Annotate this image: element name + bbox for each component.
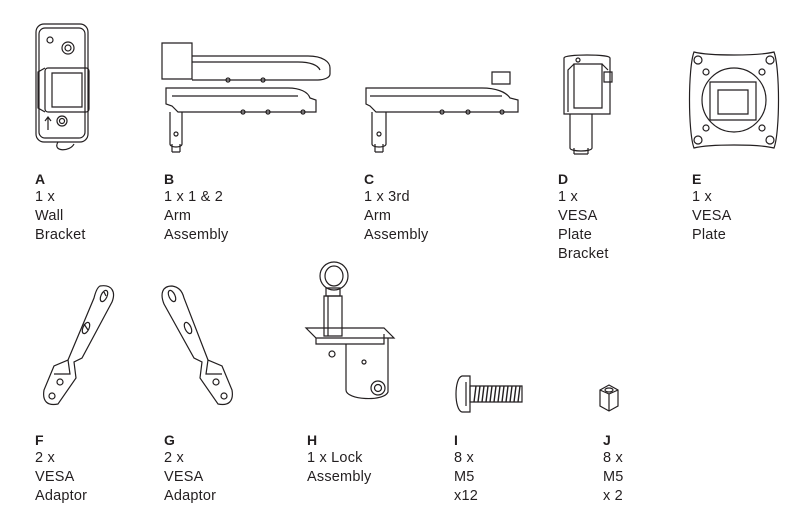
part-letter: J [603,432,611,448]
part-description: 1 x Lock Assembly [307,450,372,485]
part-letter: E [692,171,702,187]
part-letter: G [164,432,175,448]
part-letter: H [307,432,318,448]
part-description: 1 x VESA Plate [692,189,732,243]
vesa-adaptor-mirrored-icon [158,282,248,412]
wall-bracket-icon [30,20,100,160]
vesa-plate-bracket-icon [556,52,620,158]
part-description: 2 x VESA Adaptor [35,450,88,504]
lock-assembly-icon [298,258,408,408]
part-description: 2 x VESA Adaptor [164,450,217,504]
part-description: 1 x 3rd Arm Assembly [364,189,429,243]
part-letter: A [35,171,46,187]
nut-icon [594,382,624,416]
part-letter: C [364,171,375,187]
part-description: 8 x M5 x12 [454,450,478,504]
vesa-adaptor-icon [34,282,124,412]
screw-icon [452,372,532,416]
part-description: 8 x M5 x 2 [603,450,624,504]
part-description: 1 x Wall Bracket [35,189,86,243]
part-description: 1 x VESA Plate Bracket [558,189,609,262]
part-description: 1 x 1 & 2 Arm Assembly [164,189,229,243]
part-letter: F [35,432,44,448]
third-arm-icon [362,70,532,158]
part-letter: I [454,432,458,448]
arm-assembly-icon [158,40,336,158]
part-letter: D [558,171,569,187]
part-letter: B [164,171,175,187]
vesa-plate-icon [680,46,788,154]
